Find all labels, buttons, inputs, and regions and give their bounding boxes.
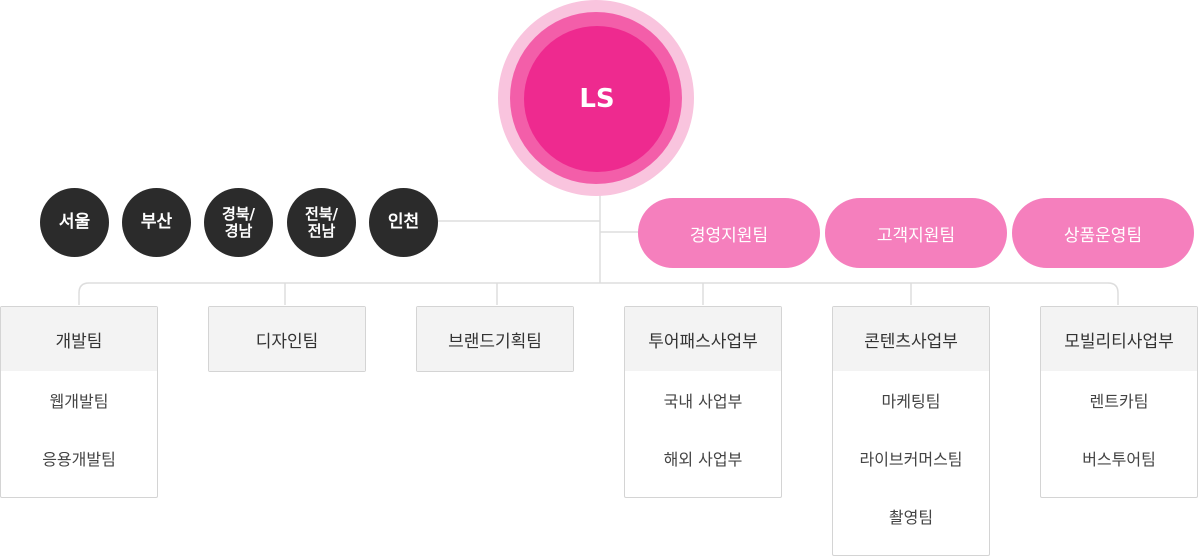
department-title: 모빌리티사업부 bbox=[1041, 307, 1197, 371]
department-title: 콘텐츠사업부 bbox=[833, 307, 989, 371]
department-team-list: 국내 사업부 해외 사업부 bbox=[625, 371, 781, 497]
region-label-line2: 전남 bbox=[307, 221, 336, 240]
region-node-jeonbuk-jeonnam: 전북/ 전남 bbox=[287, 188, 356, 257]
support-team-label: 상품운영팀 bbox=[1063, 225, 1143, 246]
region-label: 인천 bbox=[387, 212, 420, 232]
root-node: LS bbox=[524, 26, 670, 172]
team-item: 해외 사업부 bbox=[663, 450, 743, 469]
department-team-list: 마케팅팀 라이브커머스팀 촬영팀 bbox=[833, 371, 989, 555]
department-bus bbox=[78, 282, 1119, 305]
department-name: 모빌리티사업부 bbox=[1064, 331, 1174, 352]
team-item: 렌트카팀 bbox=[1089, 392, 1149, 411]
root-label: LS bbox=[579, 84, 615, 114]
team-item: 응용개발팀 bbox=[42, 450, 116, 469]
department-title: 브랜드기획팀 bbox=[417, 307, 573, 371]
department-name: 투어패스사업부 bbox=[648, 331, 758, 352]
department-name: 개발팀 bbox=[55, 331, 103, 352]
region-node-gyeongbuk-gyeongnam: 경북/ 경남 bbox=[204, 188, 273, 257]
department-title: 투어패스사업부 bbox=[625, 307, 781, 371]
region-node-seoul: 서울 bbox=[40, 188, 109, 257]
region-label-line2: 경남 bbox=[224, 221, 253, 240]
region-node-busan: 부산 bbox=[122, 188, 191, 257]
department-name: 디자인팀 bbox=[255, 331, 319, 352]
support-team-label: 고객지원팀 bbox=[876, 225, 956, 246]
support-team-management: 경영지원팀 bbox=[638, 198, 820, 268]
department-name: 콘텐츠사업부 bbox=[864, 331, 958, 352]
support-team-product-ops: 상품운영팀 bbox=[1012, 198, 1194, 268]
department-title: 개발팀 bbox=[1, 307, 157, 371]
team-item: 라이브커머스팀 bbox=[859, 450, 963, 469]
support-team-label: 경영지원팀 bbox=[689, 225, 769, 246]
department-contents: 콘텐츠사업부 마케팅팀 라이브커머스팀 촬영팀 bbox=[832, 306, 990, 556]
department-team-list: 렌트카팀 버스투어팀 bbox=[1041, 371, 1197, 497]
team-item: 마케팅팀 bbox=[881, 392, 941, 411]
department-title: 디자인팀 bbox=[209, 307, 365, 371]
department-brand-planning: 브랜드기획팀 bbox=[416, 306, 574, 372]
region-label: 서울 bbox=[58, 212, 91, 232]
department-mobility: 모빌리티사업부 렌트카팀 버스투어팀 bbox=[1040, 306, 1198, 498]
region-label-line1: 경북/ bbox=[221, 204, 256, 223]
team-item: 국내 사업부 bbox=[663, 392, 743, 411]
department-tourpass: 투어패스사업부 국내 사업부 해외 사업부 bbox=[624, 306, 782, 498]
team-item: 버스투어팀 bbox=[1082, 450, 1156, 469]
team-item: 웹개발팀 bbox=[49, 392, 109, 411]
department-team-list: 웹개발팀 응용개발팀 bbox=[1, 371, 157, 497]
team-item: 촬영팀 bbox=[888, 508, 934, 527]
region-label-line1: 전북/ bbox=[304, 204, 339, 223]
department-design: 디자인팀 bbox=[208, 306, 366, 372]
support-team-customer: 고객지원팀 bbox=[825, 198, 1007, 268]
region-label: 부산 bbox=[140, 212, 173, 232]
department-dev: 개발팀 웹개발팀 응용개발팀 bbox=[0, 306, 158, 498]
region-node-incheon: 인천 bbox=[369, 188, 438, 257]
department-name: 브랜드기획팀 bbox=[448, 331, 542, 352]
